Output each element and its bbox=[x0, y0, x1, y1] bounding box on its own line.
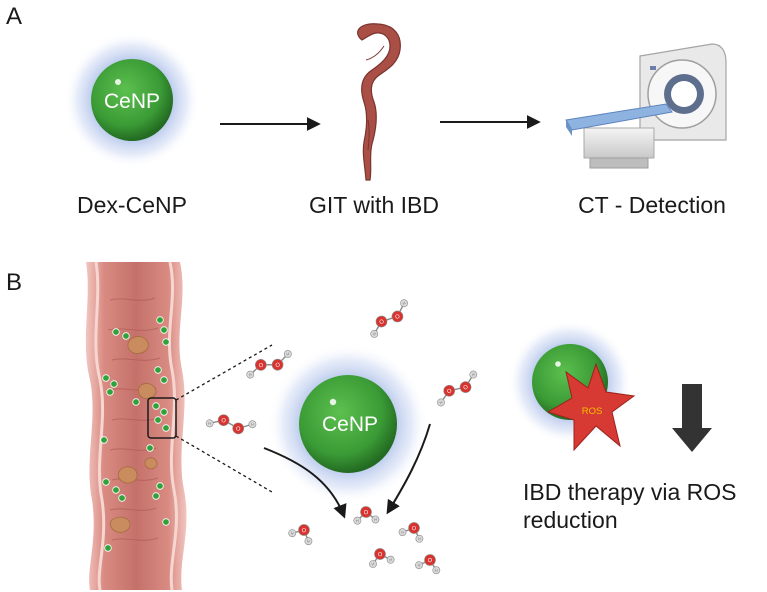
particle-label-a: CeNP bbox=[104, 90, 160, 113]
hydrogen-atom-symbol: H bbox=[249, 373, 253, 378]
therapy-caption-line2: reduction bbox=[523, 507, 618, 533]
oxygen-atom bbox=[360, 506, 372, 518]
hydrogen-atom-symbol: H bbox=[306, 539, 310, 544]
hydrogen-atom bbox=[370, 329, 379, 338]
hydrogen-atom bbox=[205, 419, 214, 428]
oxygen-atom bbox=[217, 414, 230, 426]
oxygen-atom-symbol: O bbox=[395, 313, 403, 321]
oxygen-atom-symbol: O bbox=[411, 526, 417, 533]
reaction-arrow-left bbox=[263, 447, 347, 519]
oxygen-atom-symbol: O bbox=[377, 551, 384, 558]
hydrogen-atom bbox=[469, 370, 478, 379]
hydrogen-atom-symbol: H bbox=[471, 372, 476, 377]
zoom-line-top bbox=[175, 344, 273, 401]
therapy-caption-line1: IBD therapy via ROS bbox=[523, 479, 736, 505]
zoom-box bbox=[147, 397, 177, 439]
oxygen-atom bbox=[375, 315, 388, 328]
ros-label: ROS bbox=[582, 406, 603, 417]
oxygen-atom-symbol: O bbox=[235, 426, 241, 433]
step-label-ct: CT - Detection bbox=[578, 192, 726, 218]
hydrogen-atom bbox=[369, 560, 377, 568]
hydrogen-atom bbox=[415, 534, 424, 543]
hydrogen-atom-symbol: H bbox=[286, 352, 290, 357]
hydrogen-atom bbox=[415, 561, 423, 570]
hydrogen-atom bbox=[386, 555, 395, 564]
oxygen-atom-symbol: O bbox=[427, 558, 433, 565]
hydrogen-atom bbox=[371, 515, 380, 524]
oxygen-atom bbox=[298, 524, 310, 536]
oxygen-atom bbox=[271, 358, 284, 371]
h2o2-molecule: H O O H bbox=[205, 414, 257, 435]
oxygen-atom bbox=[408, 522, 420, 534]
oxygen-atom-symbol: O bbox=[463, 384, 470, 392]
hydrogen-atom bbox=[437, 398, 445, 407]
hydrogen-atom-symbol: H bbox=[374, 518, 378, 522]
oxygen-atom-symbol: O bbox=[221, 418, 227, 425]
hydrogen-atom-symbol: H bbox=[439, 400, 444, 405]
water-molecule: OHH bbox=[398, 522, 424, 543]
reduction-down-arrow-icon bbox=[672, 384, 712, 452]
step-label-dex-cenp: Dex-CeNP bbox=[77, 192, 187, 218]
panel-b-letter: B bbox=[6, 269, 22, 296]
zoom-line-bottom bbox=[175, 435, 273, 493]
hydrogen-atom-symbol: H bbox=[417, 563, 421, 567]
oxygen-atom bbox=[443, 384, 456, 397]
intestine-tissue bbox=[85, 261, 187, 591]
hydrogen-atom-symbol: H bbox=[402, 301, 407, 306]
reaction-arrow-right bbox=[386, 423, 431, 515]
oxygen-atom-symbol: O bbox=[275, 362, 282, 369]
oxygen-atom bbox=[374, 548, 386, 560]
hydrogen-atom-symbol: H bbox=[401, 530, 405, 535]
hydrogen-atom bbox=[304, 537, 313, 546]
colon-icon bbox=[357, 23, 401, 181]
ct-scanner-icon bbox=[565, 43, 727, 169]
oxygen-atom-symbol: O bbox=[363, 510, 369, 517]
h2o2-molecule: H OO H bbox=[370, 299, 408, 338]
oxygen-atom bbox=[459, 381, 472, 393]
hydrogen-atom bbox=[288, 529, 297, 538]
oxygen-atom bbox=[232, 422, 245, 435]
hydrogen-atom bbox=[283, 350, 292, 358]
water-molecule: OHH bbox=[415, 554, 441, 575]
oxygen-atom bbox=[424, 554, 436, 566]
hydrogen-atom-symbol: H bbox=[371, 562, 375, 567]
ros-particle: ROS bbox=[508, 320, 636, 452]
hydrogen-atom-symbol: H bbox=[290, 531, 294, 536]
hydrogen-atom-symbol: H bbox=[389, 558, 393, 563]
hydrogen-atom-symbol: H bbox=[417, 537, 421, 542]
step-label-git: GIT with IBD bbox=[309, 192, 439, 218]
hydrogen-atom-symbol: H bbox=[251, 422, 255, 427]
hydrogen-atom bbox=[248, 420, 257, 429]
hydrogen-atom bbox=[353, 516, 362, 525]
hydrogen-atom-symbol: H bbox=[208, 421, 212, 426]
oxygen-atom-symbol: O bbox=[379, 318, 387, 326]
oxygen-atom-symbol: O bbox=[446, 388, 453, 396]
hydrogen-atom bbox=[432, 566, 441, 575]
oxygen-atom-symbol: O bbox=[258, 362, 265, 369]
oxygen-atom bbox=[255, 359, 267, 371]
dex-cenp-particle: CeNP bbox=[64, 32, 200, 168]
water-molecule: OHH bbox=[288, 524, 313, 546]
panel-a-letter: A bbox=[6, 3, 22, 30]
hydrogen-atom-symbol: H bbox=[372, 332, 377, 337]
oxygen-atom-symbol: O bbox=[300, 527, 307, 534]
water-molecule: OH H bbox=[369, 548, 395, 568]
hydrogen-atom bbox=[400, 299, 408, 308]
hydrogen-atom-symbol: H bbox=[435, 568, 439, 572]
hydrogen-atom bbox=[246, 370, 255, 379]
cenp-particle-center: CeNP bbox=[268, 344, 428, 504]
particle-label-b: CeNP bbox=[322, 413, 378, 436]
ros-burst-icon bbox=[546, 362, 636, 452]
hydrogen-atom-symbol: H bbox=[356, 519, 360, 523]
hydrogen-atom bbox=[398, 528, 407, 537]
oxygen-atom bbox=[391, 310, 404, 323]
